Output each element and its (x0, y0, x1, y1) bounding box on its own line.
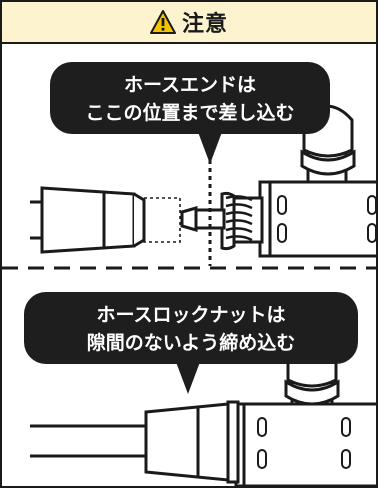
threaded-nipple (180, 191, 264, 251)
hose-assembly-top (30, 186, 146, 254)
pipe-fitting-top (258, 104, 376, 258)
bubble-bottom-line1: ホースロックナットは (96, 304, 285, 326)
hose-assembly-bottom (30, 400, 240, 484)
hose-fitting-diagram: ホースエンドは ここの位置まで差し込む (2, 62, 376, 486)
bubble-top-line1: ホースエンドは (124, 74, 256, 96)
caution-header: 注意 (2, 2, 376, 44)
warning-icon (149, 10, 176, 34)
bubble-bottom-line2: 隙間のないよう締め込む (87, 331, 296, 354)
header-title: 注意 (181, 12, 228, 37)
hose-end-outline (143, 197, 181, 243)
bottom-panel: ホースロックナットは 隙間のないよう締め込む (24, 292, 376, 486)
top-panel: ホースエンドは ここの位置まで差し込む (30, 62, 376, 266)
instruction-bubble-top: ホースエンドは ここの位置まで差し込む (50, 62, 330, 164)
bubble-top-line2: ここの位置まで差し込む (85, 101, 294, 124)
instruction-bubble-bottom: ホースロックナットは 隙間のないよう締め込む (24, 292, 358, 394)
